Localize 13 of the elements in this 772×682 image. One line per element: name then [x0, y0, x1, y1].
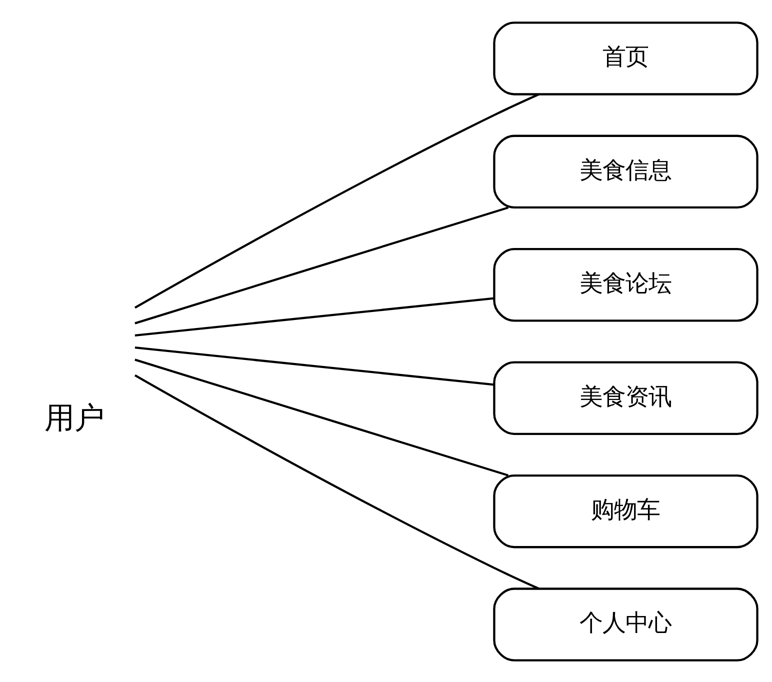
connector: [134, 92, 540, 308]
node-box: 美食资讯: [493, 360, 758, 434]
node-box: 美食论坛: [493, 248, 758, 322]
connector: [134, 374, 540, 590]
node-box: 美食信息: [493, 134, 758, 208]
connector: [134, 346, 494, 386]
node-box: 购物车: [493, 474, 758, 548]
node-text: 用户: [44, 400, 105, 436]
connector: [134, 206, 508, 324]
connector: [134, 358, 508, 476]
node-box: 首页: [493, 21, 758, 95]
connector: [134, 296, 494, 336]
node-box: 个人中心: [493, 587, 758, 661]
